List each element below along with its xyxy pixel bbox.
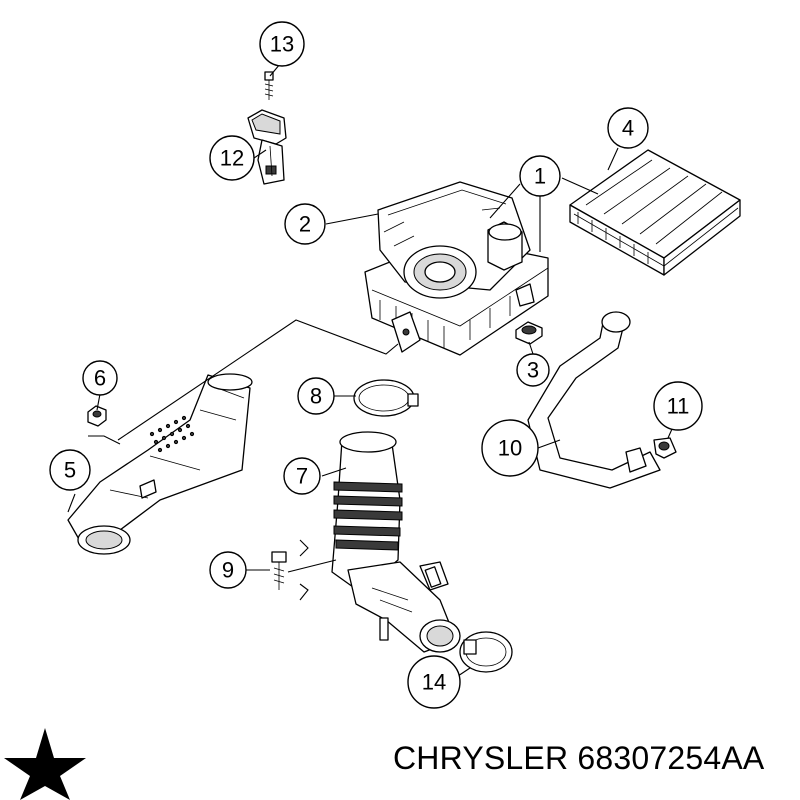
part-10-breather-hose	[527, 311, 661, 489]
svg-text:4: 4	[622, 116, 634, 141]
callout-8: 8	[297, 377, 335, 415]
part-6-nut	[87, 405, 107, 427]
callout-5: 5	[49, 449, 91, 491]
callout-6: 6	[82, 360, 118, 396]
part-11-clip	[653, 437, 677, 459]
svg-text:11: 11	[667, 394, 690, 419]
svg-text:5: 5	[64, 458, 76, 483]
svg-text:2: 2	[299, 212, 311, 237]
part-5-inlet-duct	[67, 373, 253, 555]
svg-text:13: 13	[270, 32, 294, 57]
callout-1: 1	[519, 155, 561, 197]
part-2-air-box	[364, 181, 549, 356]
part-12-sensor	[247, 109, 287, 185]
callout-13: 13	[259, 21, 305, 67]
svg-text:9: 9	[222, 558, 234, 583]
callout-3: 3	[516, 353, 550, 387]
callout-2: 2	[284, 203, 326, 245]
part-3-grommet	[515, 321, 543, 345]
part-9-screw	[271, 551, 287, 590]
svg-text:1: 1	[534, 164, 546, 189]
callout-9: 9	[209, 551, 247, 589]
leader-lines	[67, 63, 677, 677]
part-4-air-filter	[569, 149, 741, 276]
svg-text:12: 12	[220, 146, 244, 171]
callout-14: 14	[407, 655, 461, 709]
part-7-bellows-hose	[331, 431, 461, 653]
svg-text:7: 7	[296, 464, 308, 489]
svg-text:10: 10	[498, 436, 522, 461]
part-5-vent-holes	[149, 415, 195, 453]
callout-10: 10	[481, 419, 539, 477]
callout-7: 7	[283, 457, 321, 495]
brand-part-number: CHRYSLER 68307254AA	[393, 740, 765, 776]
callout-12: 12	[209, 135, 255, 181]
svg-text:6: 6	[94, 366, 106, 391]
svg-text:3: 3	[527, 358, 539, 383]
svg-text:14: 14	[422, 670, 446, 695]
part-14-hose-clamp	[459, 631, 513, 673]
callout-11: 11	[653, 381, 703, 431]
part-13-screw	[264, 71, 274, 100]
part-8-clamp	[353, 379, 419, 417]
pentastar-logo-icon	[4, 728, 86, 800]
callout-4: 4	[607, 107, 649, 149]
svg-text:8: 8	[310, 384, 322, 409]
